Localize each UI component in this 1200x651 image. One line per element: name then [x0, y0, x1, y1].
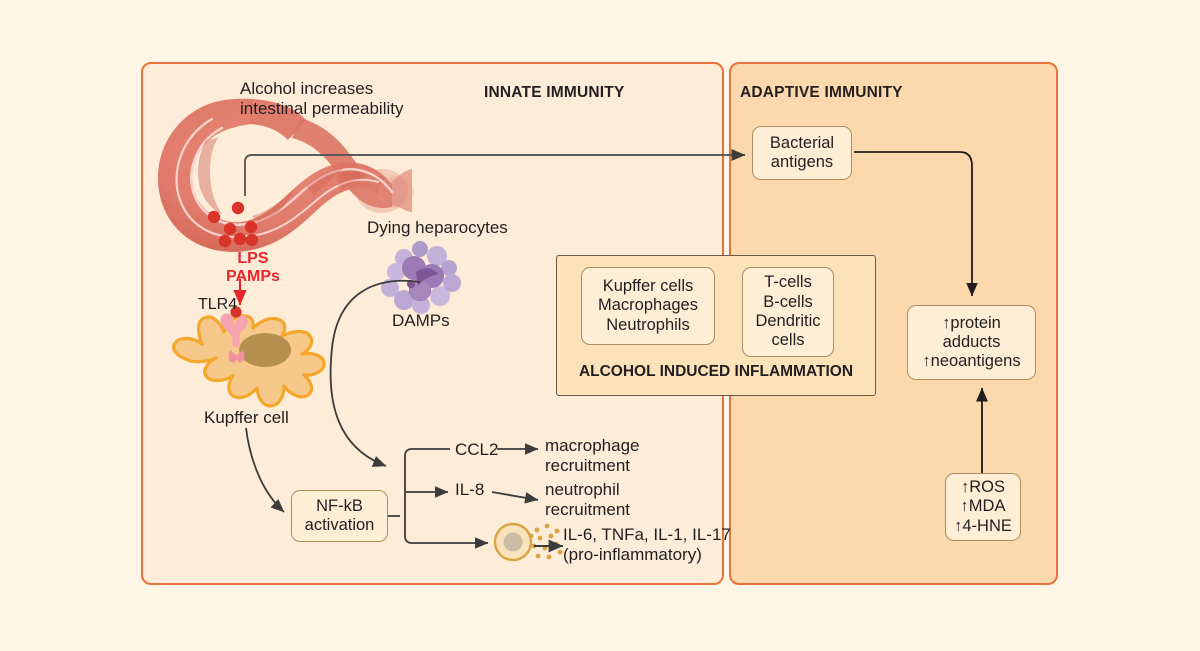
- adaptive-cells-line4: cells: [771, 331, 805, 350]
- innate-cells-line1: Kupffer cells: [602, 277, 694, 296]
- macrophage-line1: macrophage: [545, 436, 640, 455]
- adaptive-cells-line3: Dendritic: [755, 312, 821, 330]
- nfkb-line1: NF-kB: [316, 496, 363, 515]
- bacterial-antigens-line1: Bacterial: [769, 133, 835, 152]
- nfkb-line2: activation: [304, 516, 375, 534]
- dying-hepatocytes-label: Dying heparocytes: [367, 218, 508, 237]
- innate-cells-line2: Macrophages: [598, 296, 698, 315]
- kupffer-cell-label: Kupffer cell: [204, 408, 289, 427]
- protein-adducts-line2: adducts: [942, 332, 1001, 351]
- proinflammatory-cytokines-label: IL-6, TNFa, IL-1, IL-17 (pro-inflammator…: [563, 525, 731, 566]
- neutrophil-recruitment-label: neutrophil recruitment: [545, 480, 630, 521]
- ccl2-label: CCL2: [455, 440, 499, 459]
- alcohol-induced-inflammation-caption: ALCOHOL INDUCED INFLAMMATION: [578, 363, 854, 380]
- alcohol-permeability-label: Alcohol increases intestinal permeabilit…: [240, 79, 403, 120]
- protein-adducts-box[interactable]: ↑protein adducts ↑neoantigens: [907, 305, 1036, 380]
- ros-line3: ↑4-HNE: [954, 516, 1012, 535]
- protein-adducts-line1: ↑protein: [942, 313, 1001, 332]
- cytokines-line1: IL-6, TNFa, IL-1, IL-17: [563, 525, 731, 544]
- bacterial-antigens-line2: antigens: [770, 153, 834, 171]
- adaptive-immunity-title: ADAPTIVE IMMUNITY: [740, 84, 903, 101]
- innate-cells-line3: Neutrophils: [606, 315, 690, 334]
- il8-label: IL-8: [455, 480, 485, 499]
- nfkb-activation-box[interactable]: NF-kB activation: [291, 490, 388, 542]
- innate-immunity-title: INNATE IMMUNITY: [484, 84, 625, 101]
- ros-line2: ↑MDA: [960, 497, 1006, 516]
- protein-adducts-line3: ↑neoantigens: [922, 352, 1021, 371]
- alcohol-permeability-line1: Alcohol increases: [240, 79, 374, 98]
- adaptive-cells-line2: B-cells: [763, 292, 813, 311]
- oxidative-stress-box[interactable]: ↑ROS ↑MDA ↑4-HNE: [945, 473, 1021, 541]
- cytokines-line2: (pro-inflammatory): [563, 545, 702, 565]
- pamps-line: PAMPs: [226, 268, 280, 286]
- macrophage-recruitment-label: macrophage recruitment: [545, 436, 640, 477]
- adaptive-cells-line1: T-cells: [764, 273, 812, 292]
- tlr4-label: TLR4: [198, 296, 238, 313]
- innate-cells-box[interactable]: Kupffer cells Macrophages Neutrophils: [581, 267, 715, 345]
- damps-label: DAMPs: [392, 311, 450, 330]
- ros-line1: ↑ROS: [960, 478, 1005, 497]
- lps-pamps-label: LPS PAMPs: [226, 250, 280, 287]
- neutrophil-line2: recruitment: [545, 500, 631, 520]
- lps-line: LPS: [237, 250, 269, 267]
- adaptive-cells-box[interactable]: T-cells B-cells Dendritic cells: [742, 267, 834, 357]
- alcohol-permeability-line2: intestinal permeability: [240, 99, 404, 119]
- neutrophil-line1: neutrophil: [545, 480, 620, 499]
- macrophage-line2: recruitment: [545, 456, 631, 476]
- bacterial-antigens-box[interactable]: Bacterial antigens: [752, 126, 852, 180]
